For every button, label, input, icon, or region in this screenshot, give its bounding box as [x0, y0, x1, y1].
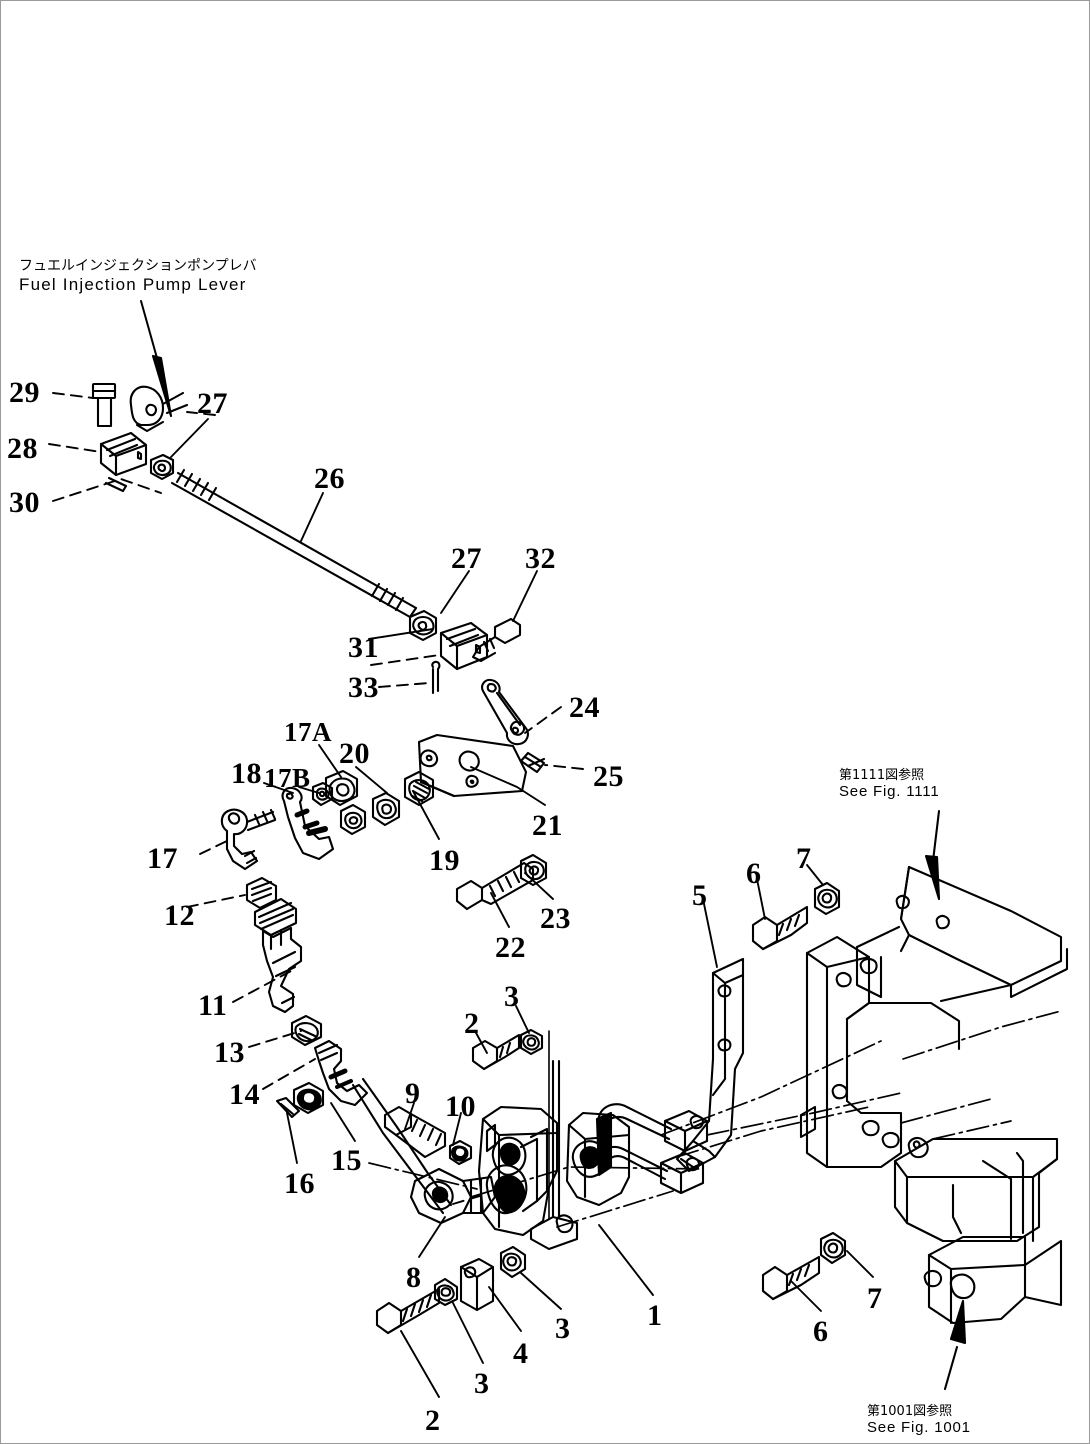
part-30-pin: [104, 476, 128, 493]
callout-6: 6: [746, 857, 762, 890]
part-13-nut: [290, 1014, 323, 1047]
part-2-bolt-lower: [375, 1287, 441, 1335]
part-20-washer: [339, 803, 367, 836]
callout-17b: 17B: [264, 763, 311, 793]
part-29-stud: [91, 382, 117, 428]
part-17A-nut: [324, 769, 359, 807]
part-32-bolt: [471, 617, 522, 663]
callout-5: 5: [692, 879, 708, 912]
callout-18: 18: [231, 757, 262, 790]
part-3-washer-right: [499, 1245, 527, 1279]
part-fuel-injection-pump-lever: [129, 385, 189, 433]
callout-31: 31: [348, 631, 379, 664]
part-27-nut-upper: [149, 453, 175, 481]
callout-7: 7: [796, 842, 812, 875]
part-2-bolt-upper: [471, 1033, 521, 1071]
callout-3: 3: [555, 1312, 571, 1345]
callout-17a: 17A: [284, 717, 332, 747]
part-33-cotter-pin: [431, 660, 441, 695]
callout-22: 22: [495, 931, 526, 964]
part-20-knurled-nut: [403, 770, 435, 807]
part-26-rod: [170, 468, 418, 619]
callout-4: 4: [513, 1337, 529, 1370]
callout-23: 23: [540, 902, 571, 935]
part-12-sleeve-nut: [245, 876, 278, 910]
callout-12: 12: [164, 899, 195, 932]
part-6-bolt-lower: [761, 1255, 821, 1301]
construction-lines: [368, 1010, 1062, 1228]
part-5-bracket: [675, 957, 745, 1173]
part-16-pin: [275, 1096, 301, 1119]
callout-32: 32: [525, 542, 556, 575]
part-22-bolt: [455, 861, 535, 911]
part-6-bolt-upper: [751, 905, 809, 951]
part-28-block: [99, 431, 148, 477]
note-jp-text: フュエルインジェクションポンプレバ: [19, 258, 257, 274]
callout-2: 2: [464, 1007, 480, 1040]
part-24-bellcrank-arm: [481, 678, 529, 746]
note-see-fig-1111: 第1111図参照 See Fig. 1111: [839, 768, 940, 800]
part-11-control-body: [253, 897, 303, 1014]
callout-33: 33: [348, 671, 379, 704]
part-7-washer-lower: [819, 1231, 847, 1265]
note-en-text: Fuel Injection Pump Lever: [19, 274, 247, 294]
callout-13: 13: [214, 1036, 245, 1069]
note-fuel-injection-pump-lever: フュエルインジェクションポンプレバ Fuel Injection Pump Le…: [19, 258, 257, 294]
part-upper-right-plate: [855, 865, 1069, 1003]
callout-1: 1: [647, 1299, 663, 1332]
callout-28: 28: [7, 432, 38, 465]
part-lower-right-support: [893, 1136, 1063, 1325]
part-3-washer-upper: [519, 1028, 544, 1056]
part-21-bracket-plate: [417, 733, 528, 798]
part-19-washer: [371, 791, 401, 827]
leader-lines-dashed: [48, 392, 584, 1205]
part-25-pin: [519, 751, 546, 774]
part-18-lever-arm: [281, 786, 335, 861]
part-9-bolt: [383, 1105, 447, 1159]
part-4-spacer: [459, 1257, 495, 1312]
callout-30: 30: [9, 486, 40, 519]
part-17-ball-joint: [220, 808, 277, 871]
callout-27: 27: [197, 387, 228, 420]
callout-21: 21: [532, 809, 563, 842]
note-en-text: See Fig. 1001: [867, 1418, 971, 1436]
callout-3: 3: [504, 980, 520, 1013]
part-27-nut-lower: [408, 609, 438, 642]
callout-9: 9: [405, 1077, 421, 1110]
callout-20: 20: [339, 737, 370, 770]
note-jp-text: 第1111図参照: [839, 768, 925, 783]
callout-25: 25: [593, 760, 624, 793]
callout-3: 3: [474, 1367, 490, 1400]
leader-see-fig-1001: [943, 1299, 967, 1391]
callout-6: 6: [813, 1315, 829, 1348]
note-jp-text: 第1001図参照: [867, 1404, 953, 1419]
callout-16: 16: [284, 1167, 315, 1200]
callout-2: 2: [425, 1404, 441, 1437]
callout-29: 29: [9, 376, 40, 409]
leader-fuel-pump-lever: [140, 300, 173, 418]
part-3-washer-lower-left: [433, 1277, 459, 1307]
callout-15: 15: [331, 1144, 362, 1177]
leader-see-fig-1111: [924, 809, 941, 901]
callout-19: 19: [429, 844, 460, 877]
leader-lines-solid: [170, 418, 874, 1398]
note-en-text: See Fig. 1111: [839, 782, 940, 800]
callout-10: 10: [445, 1090, 476, 1123]
note-see-fig-1001: 第1001図参照 See Fig. 1001: [867, 1404, 971, 1436]
part-10-nut: [448, 1139, 473, 1166]
callout-26: 26: [314, 462, 345, 495]
callout-11: 11: [198, 989, 228, 1022]
part-14-link-bracket: [313, 1039, 369, 1107]
callout-17: 17: [147, 842, 178, 875]
part-15-nut: [292, 1081, 325, 1115]
callout-24: 24: [569, 691, 600, 724]
part-1-actuator-assembly: [477, 1059, 709, 1251]
callout-27: 27: [451, 542, 482, 575]
callout-14: 14: [229, 1078, 260, 1111]
part-7-washer-upper: [813, 881, 841, 916]
callout-7: 7: [867, 1282, 883, 1315]
callout-8: 8: [406, 1261, 422, 1294]
